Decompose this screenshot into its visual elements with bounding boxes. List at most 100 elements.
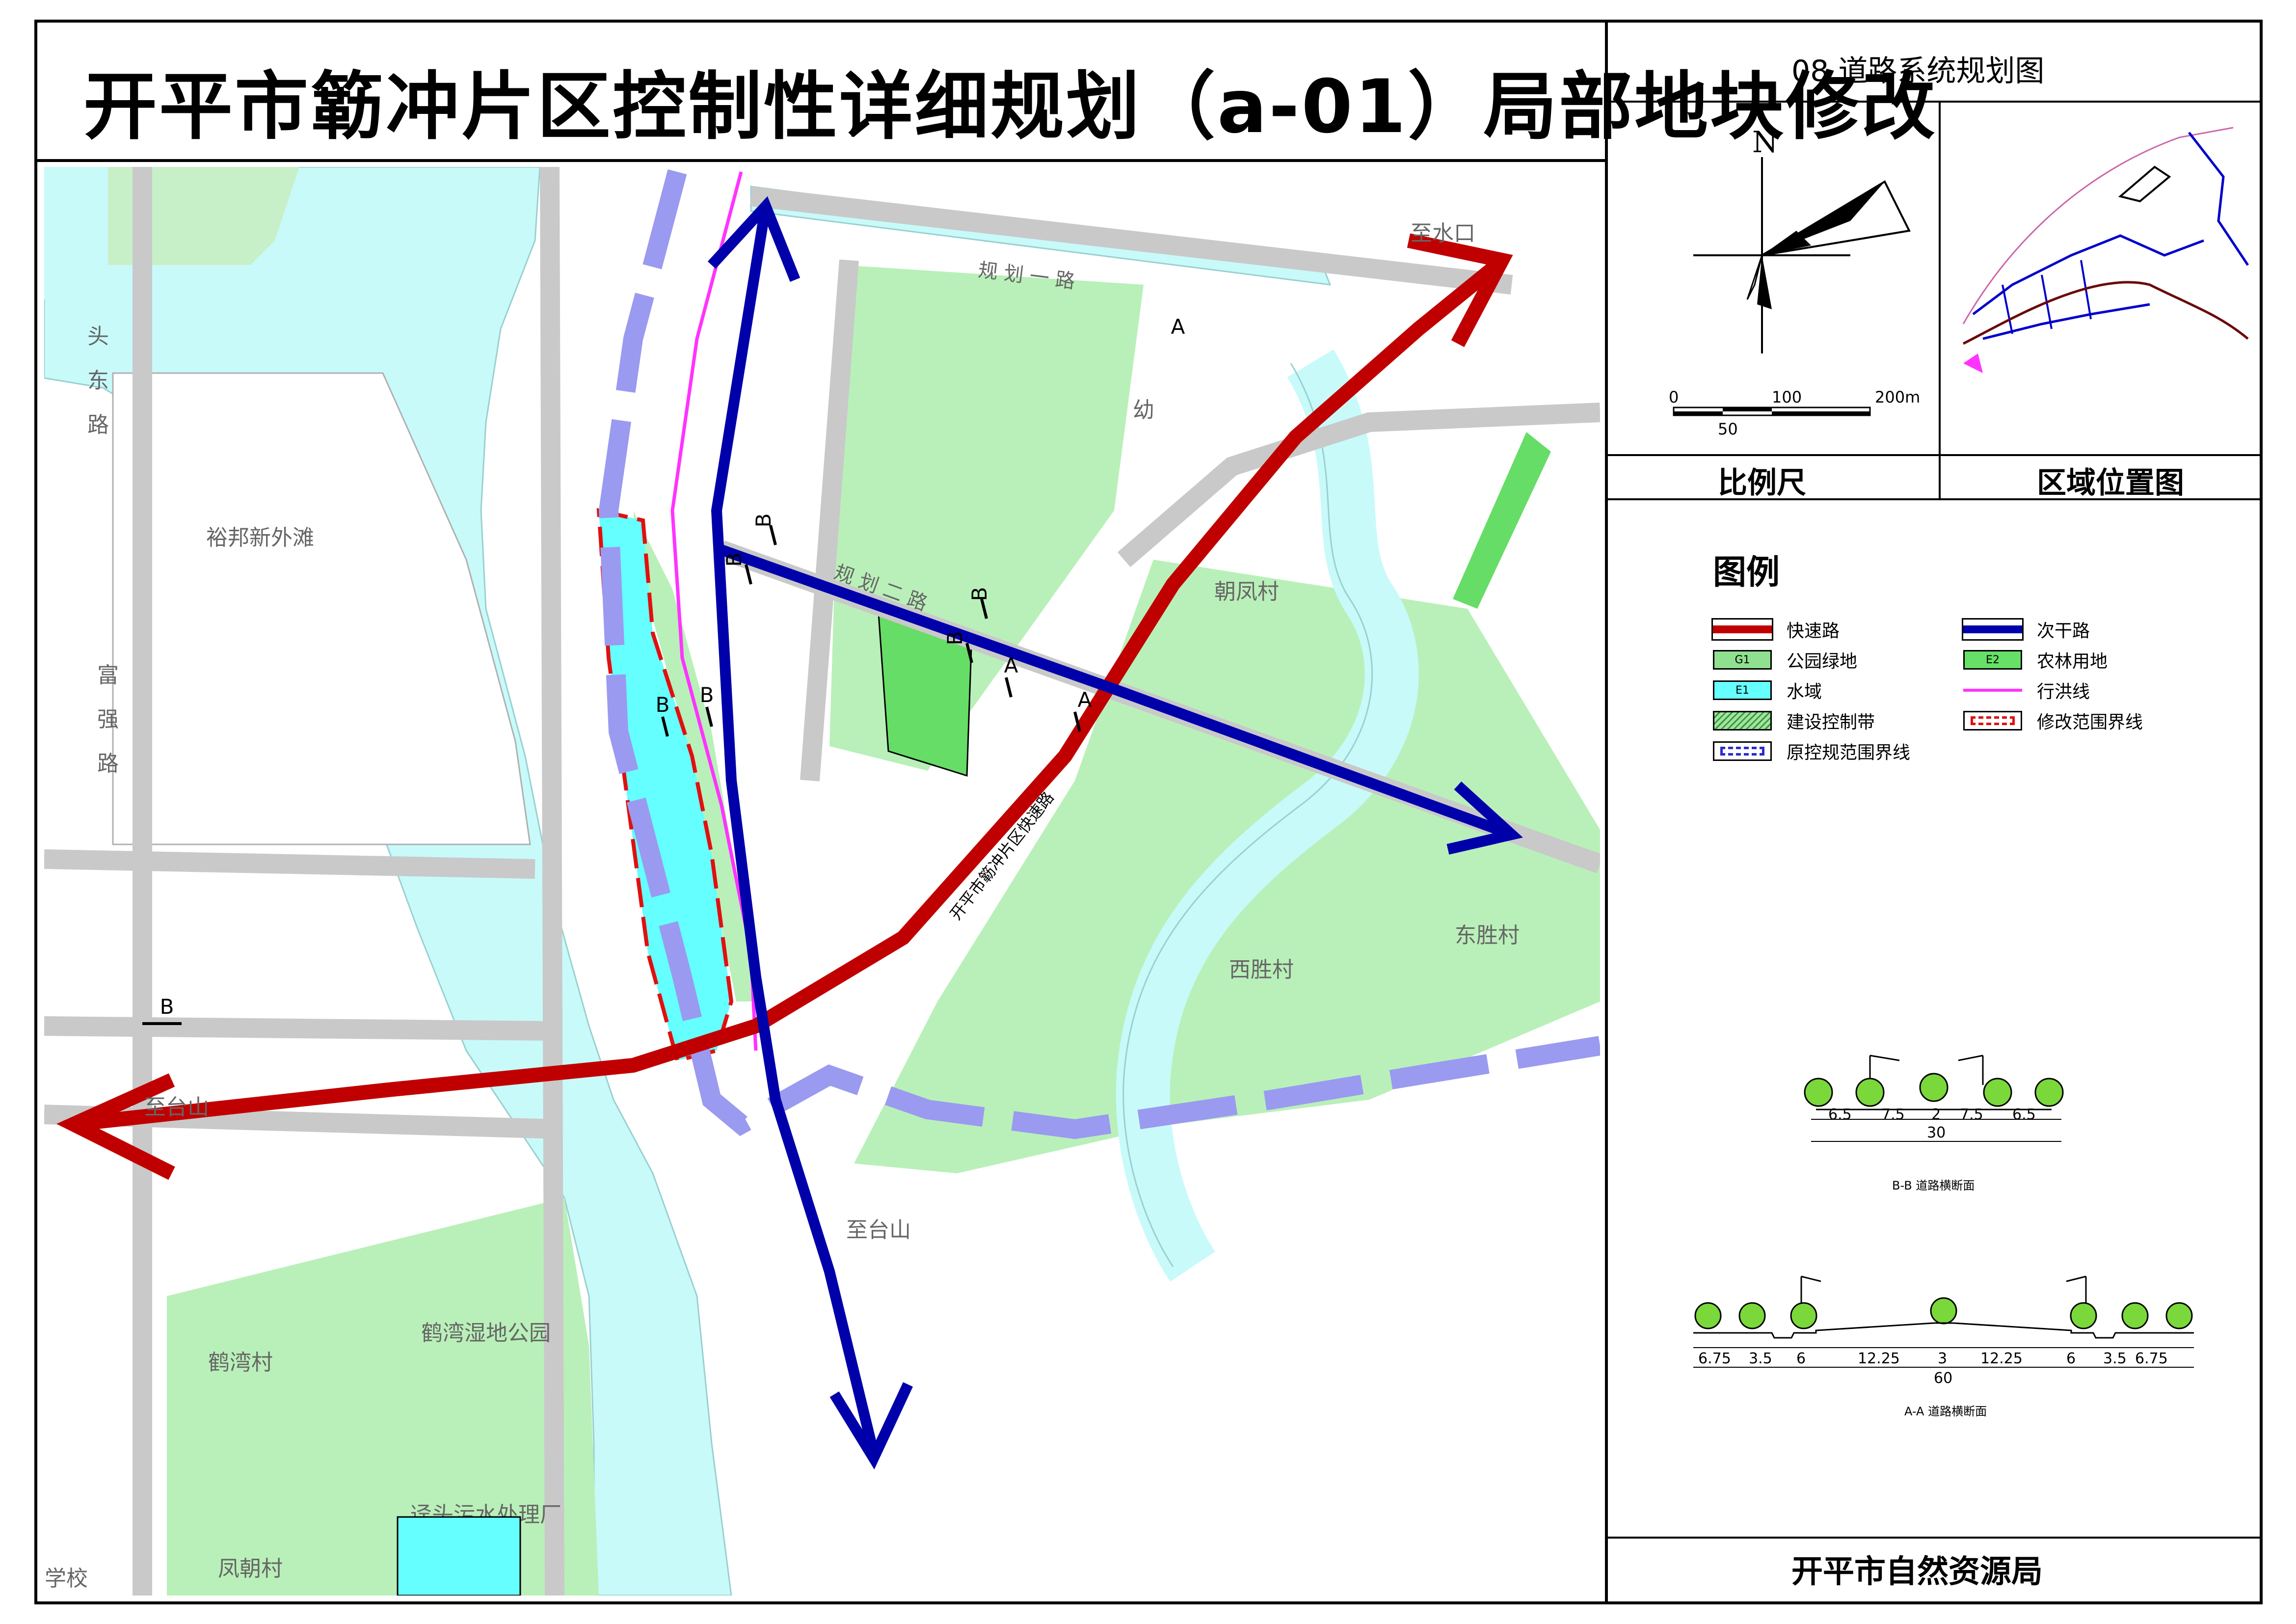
label-toudong-1: 头 — [87, 324, 109, 349]
label-chaofeng: 朝凤村 — [1214, 579, 1279, 604]
bb-dim-1: 6.5 — [1828, 1106, 1852, 1123]
label-yubang: 裕邦新外滩 — [206, 525, 314, 550]
section-letter-6: B — [700, 683, 714, 707]
issuer-name: 开平市自然资源局 — [1791, 1554, 2043, 1590]
scale-label: 比例尺 — [1718, 466, 1806, 500]
aa-dim-9: 6.75 — [2135, 1350, 2168, 1367]
region-location-map — [1962, 127, 2249, 373]
label-to-taishan: 至台山 — [846, 1218, 911, 1243]
sheet-frame — [34, 20, 2263, 1604]
compass-icon: N — [1693, 125, 1911, 353]
sewage-pond — [397, 1516, 521, 1596]
rp-line-5 — [1939, 101, 1941, 498]
modified-water-area — [596, 508, 734, 1063]
legend-water-swatch: E1 — [1713, 680, 1772, 700]
label-to-taishan-left: 至台山 — [144, 1095, 209, 1120]
label-fengchao: 凤朝村 — [218, 1556, 283, 1581]
aa-dim-7: 6 — [2066, 1350, 2076, 1367]
green-lower-left — [167, 1198, 599, 1596]
rp-line-4 — [1608, 1537, 2263, 1539]
section-letter-8: A — [1078, 688, 1092, 712]
scale-tick-100: 100 — [1772, 388, 1802, 406]
label-shuikou: 至水口 — [1411, 221, 1475, 246]
secondary-road-arrow-e — [1446, 781, 1523, 855]
bb-dim-2: 7.5 — [1881, 1106, 1905, 1123]
legend-modified-boundary: 修改范围界线 — [1963, 710, 2143, 732]
legend-expressway-swatch — [1711, 618, 1773, 641]
original-boundary-line — [598, 169, 1600, 1139]
right-panel-divider — [1605, 20, 1608, 1604]
rp-line-3 — [1608, 498, 2263, 500]
rp-line-1 — [1608, 101, 2263, 103]
legend-park-label: 公园绿地 — [1787, 651, 1858, 672]
green-top-left — [108, 167, 299, 265]
river-right-edge — [1122, 363, 1373, 1267]
scale-tick-0: 0 — [1669, 388, 1679, 406]
secondary-road-arrow-s — [829, 1382, 913, 1470]
label-fuqiang-1: 富 — [97, 663, 119, 688]
section-letter-2: B — [722, 553, 746, 567]
aa-dim-3: 6 — [1796, 1350, 1806, 1367]
legend-flood-label: 行洪线 — [2037, 682, 2090, 702]
title-box — [37, 23, 1608, 162]
section-letter-1: B — [751, 514, 775, 528]
secondary-road-arrow-n — [707, 196, 801, 282]
section-letter-5: B — [656, 693, 670, 717]
section-letter-3: B — [967, 587, 991, 601]
section-letter-10: A — [1171, 315, 1185, 339]
expressway-arrow-w — [56, 1073, 175, 1180]
green-diagonal-belt — [1453, 432, 1551, 609]
expressway-line — [73, 259, 1502, 1132]
bb-dim-4: 7.5 — [1960, 1106, 1983, 1123]
label-kindergarten: 幼 — [1133, 398, 1154, 423]
planning-map[interactable]: 头 东 路 富 强 路 裕邦新外滩 朝凤村 西胜村 东胜村 鹤湾村 鹤湾湿地公园… — [44, 167, 1600, 1596]
label-toudong-3: 路 — [87, 412, 109, 437]
aa-dim-4: 12.25 — [1858, 1350, 1900, 1367]
section-letter-9: B — [160, 995, 174, 1019]
legend-original-boundary: 原控规范围界线 — [1713, 740, 1910, 763]
legend-control-belt-swatch — [1713, 711, 1772, 731]
land-yubang — [112, 372, 531, 845]
label-toudong-2: 东 — [87, 368, 109, 393]
aa-dim-1: 6.75 — [1698, 1350, 1731, 1367]
scale-tick-200: 200m — [1875, 388, 1920, 406]
aa-dim-8: 3.5 — [2103, 1350, 2127, 1367]
label-hewan-park: 鹤湾湿地公园 — [421, 1321, 551, 1346]
aa-dim-6: 12.25 — [1980, 1350, 2023, 1367]
legend-modified-boundary-label: 修改范围界线 — [2037, 712, 2143, 732]
scale-tick-50: 50 — [1718, 420, 1738, 438]
label-fuqiang-2: 强 — [97, 707, 119, 732]
bb-total: 30 — [1927, 1124, 1946, 1141]
section-bb-diagram — [1804, 1055, 2064, 1142]
label-xisheng: 西胜村 — [1229, 957, 1294, 982]
legend-flood: 行洪线 — [1963, 679, 2090, 702]
legend-water-label: 水域 — [1787, 682, 1822, 702]
bb-caption: B-B 道路横断面 — [1892, 1179, 1975, 1192]
aa-total: 60 — [1934, 1370, 1953, 1387]
label-school: 学校 — [45, 1566, 88, 1591]
bb-dim-3: 2 — [1931, 1106, 1941, 1123]
scale-bar: 0 100 200m 50 — [1669, 388, 1920, 438]
legend-control-belt: 建设控制带 — [1713, 710, 1875, 732]
legend-control-belt-label: 建设控制带 — [1787, 712, 1875, 732]
rp-line-2 — [1608, 454, 2263, 456]
label-dongsheng: 东胜村 — [1455, 923, 1520, 948]
legend-secondary: 次干路 — [1962, 618, 2090, 641]
legend-modified-boundary-swatch — [1963, 711, 2022, 731]
legend-park-swatch: G1 — [1713, 650, 1772, 670]
bb-dim-5: 6.5 — [2012, 1106, 2036, 1123]
section-aa-diagram — [1693, 1275, 2194, 1368]
secondary-road-ns — [711, 205, 879, 1455]
aa-caption: A-A 道路横断面 — [1904, 1405, 1987, 1418]
legend-original-boundary-swatch — [1713, 741, 1772, 761]
legend-title: 图例 — [1713, 553, 1780, 592]
expressway-arrow-ne — [1407, 233, 1513, 348]
aa-dim-5: 3 — [1938, 1350, 1948, 1367]
legend-park: G1 公园绿地 — [1713, 649, 1858, 672]
compass-n: N — [1752, 125, 1778, 160]
legend-agri-swatch: E2 — [1963, 650, 2022, 670]
legend-water: E1 水域 — [1713, 679, 1822, 702]
label-hewan-village: 鹤湾村 — [208, 1350, 273, 1375]
secondary-road-ew — [720, 544, 1514, 840]
green-left-strip — [633, 511, 761, 1001]
